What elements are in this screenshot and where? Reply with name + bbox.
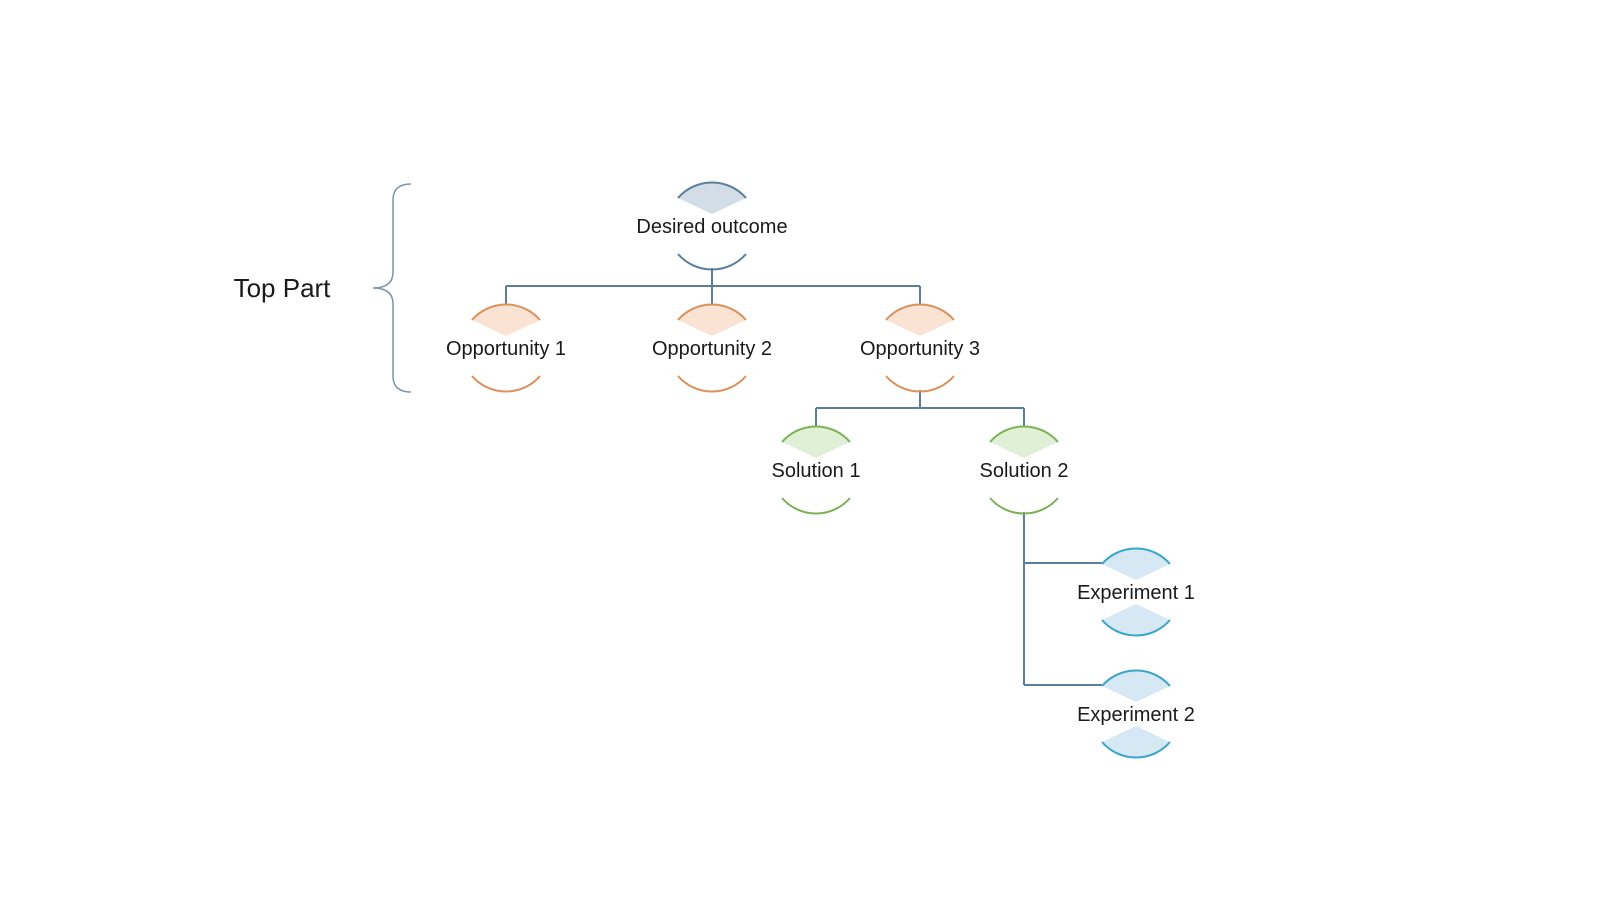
node-bottom-outline	[1101, 741, 1171, 759]
node-label: Experiment 1	[1077, 582, 1195, 604]
node-bottom-outline	[885, 375, 955, 393]
node-top-outline	[885, 303, 955, 321]
node-label: Desired outcome	[636, 216, 787, 238]
connector-opportunity3-to-solutions	[815, 390, 1025, 427]
node-label: Experiment 2	[1077, 704, 1195, 726]
node-top-arc	[990, 426, 1058, 458]
node-bottom-outline	[677, 375, 747, 393]
node-bottom-outline	[781, 497, 851, 515]
node-desired-outcome: Desired outcome	[636, 181, 788, 271]
node-experiment-2: Experiment 2	[1077, 669, 1195, 759]
node-bottom-outline	[989, 497, 1059, 515]
node-top-arc	[886, 304, 954, 336]
node-solution-2: Solution 2	[980, 425, 1069, 515]
node-opportunity-2: Opportunity 2	[652, 303, 772, 393]
node-opportunity-1: Opportunity 1	[446, 303, 566, 393]
node-label: Opportunity 1	[446, 338, 566, 360]
top-part-label: Top Part	[234, 273, 332, 303]
node-top-outline	[1101, 547, 1171, 565]
node-bottom-arc	[1102, 726, 1170, 758]
top-part-brace	[372, 183, 412, 393]
node-label: Solution 2	[980, 460, 1069, 482]
node-top-outline	[677, 303, 747, 321]
node-top-arc	[1102, 670, 1170, 702]
node-top-arc	[678, 304, 746, 336]
node-top-arc	[782, 426, 850, 458]
node-top-outline	[781, 425, 851, 443]
node-top-outline	[989, 425, 1059, 443]
node-opportunity-3: Opportunity 3	[860, 303, 980, 393]
node-bottom-arc	[1102, 604, 1170, 636]
node-top-arc	[1102, 548, 1170, 580]
node-label: Solution 1	[772, 460, 861, 482]
node-label: Opportunity 2	[652, 338, 772, 360]
node-top-arc	[678, 182, 746, 214]
node-bottom-outline	[677, 253, 747, 271]
connector-outcome-to-opportunities	[505, 268, 921, 305]
node-label: Opportunity 3	[860, 338, 980, 360]
node-experiment-1: Experiment 1	[1077, 547, 1195, 637]
node-bottom-outline	[471, 375, 541, 393]
node-bottom-outline	[1101, 619, 1171, 637]
nodes-layer: Desired outcome Opportunity 1 Opportunit…	[446, 181, 1195, 759]
node-top-arc	[472, 304, 540, 336]
connector-solution2-to-experiments	[1023, 512, 1102, 686]
node-top-outline	[471, 303, 541, 321]
node-solution-1: Solution 1	[772, 425, 861, 515]
node-top-outline	[677, 181, 747, 199]
node-top-outline	[1101, 669, 1171, 687]
